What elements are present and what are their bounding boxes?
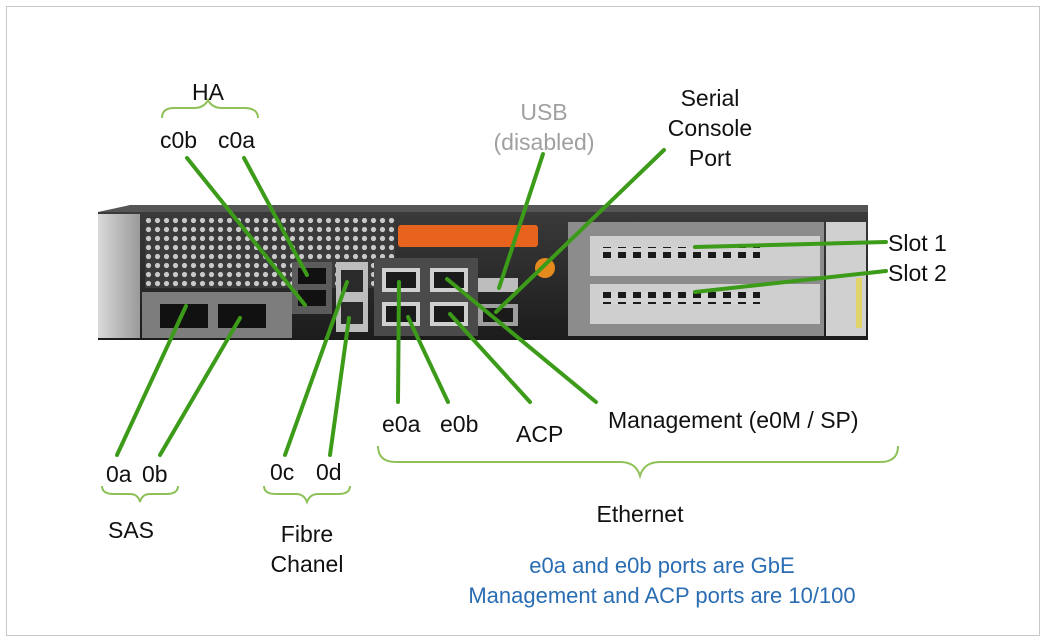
leader-e0a [396,280,401,404]
label-serial-line3: Port [688,145,732,171]
leader-c0b [185,156,307,307]
leader-slot2 [693,269,888,294]
label-sas: SAS [108,517,155,543]
controller-chassis [98,205,868,340]
bracket-ha [161,97,259,119]
label-fibre-line2: Chanel [270,551,344,577]
leader-slot1 [693,240,888,249]
ha-port-c0a [298,268,326,284]
leader-management [445,277,598,404]
orange-pull-tab [398,225,538,247]
label-e0a: e0a [382,411,421,437]
leader-0a [115,304,188,457]
label-0a: 0a [106,461,132,487]
bracket-fibre [263,485,351,505]
label-ha: HA [192,79,224,105]
label-acp: ACP [516,421,564,447]
bracket-ethernet [377,445,899,480]
label-ethernet: Ethernet [596,501,684,527]
label-c0b: c0b [160,127,198,153]
note-10-100-ports: Management and ACP ports are 10/100 [468,583,856,608]
leader-serial [494,148,666,314]
label-serial-line2: Console [667,115,753,141]
label-e0b: e0b [440,411,479,437]
leader-e0b [406,315,450,404]
label-0d: 0d [316,459,342,485]
label-serial-line1: Serial [680,85,740,111]
note-gbe-ports: e0a and e0b ports are GbE [529,553,795,578]
leader-c0a [242,156,309,277]
fc-port-0d [341,302,363,324]
leader-0b [158,316,242,457]
label-0c: 0c [270,459,295,485]
label-usb: USB [520,99,568,125]
bracket-sas [101,485,179,503]
label-usb-disabled: (disabled) [493,129,595,155]
label-c0a: c0a [218,127,256,153]
leader-lines [115,148,888,457]
leader-acp [448,312,532,404]
label-slot-1: Slot 1 [888,230,947,256]
grouping-brackets [101,97,899,505]
label-fibre-line1: Fibre [280,521,334,547]
label-slot-2: Slot 2 [888,260,947,286]
label-0b: 0b [142,461,168,487]
leader-usb [497,152,545,290]
label-management: Management (e0M / SP) [608,407,859,433]
orange-thumbscrew [535,258,555,278]
leader-0d [328,316,351,457]
left-mounting-bracket [98,214,140,338]
leader-0c [283,280,349,457]
sas-port-0b [218,304,266,328]
